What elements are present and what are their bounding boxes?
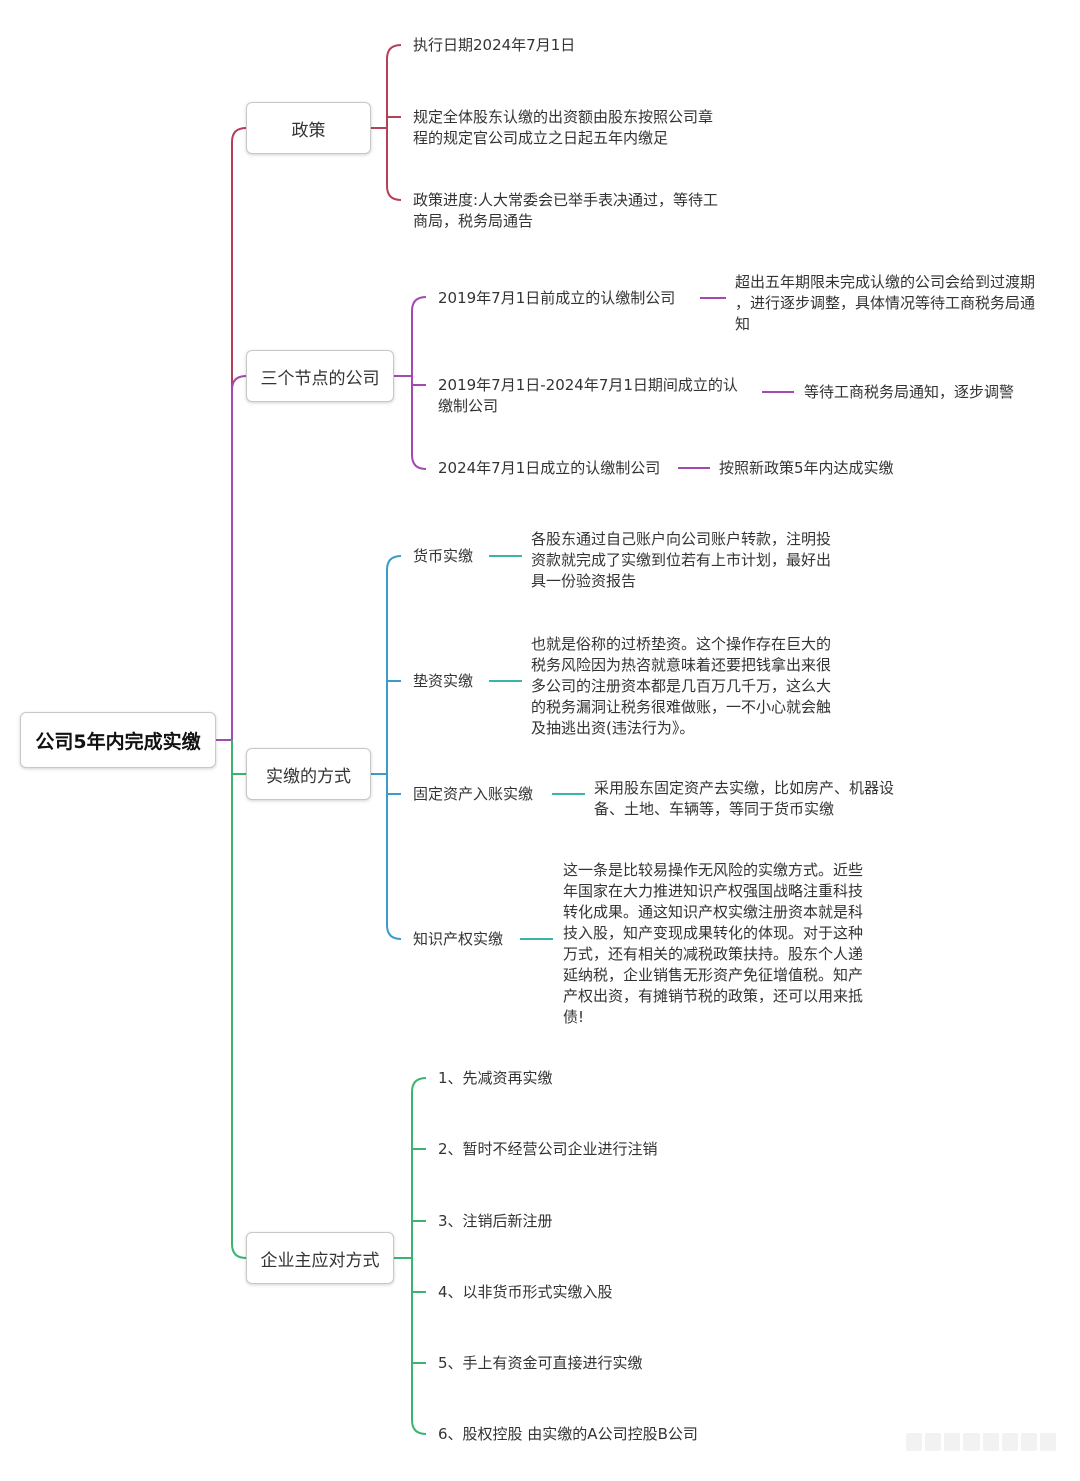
branch-policy[interactable]: 政策: [246, 102, 371, 154]
method-item-advance: 垫资实缴: [413, 672, 474, 690]
response-item-2: 2、暂时不经营公司企业进行注销: [438, 1140, 658, 1158]
response-item-1: 1、先减资再实缴: [438, 1069, 553, 1087]
branch-methods[interactable]: 实缴的方式: [246, 748, 371, 800]
response-item-5: 5、手上有资金可直接进行实缴: [438, 1354, 643, 1372]
method-item-fixed-assets: 固定资产入账实缴: [413, 785, 534, 803]
response-item-6: 6、股权控股 由实缴的A公司控股B公司: [438, 1425, 698, 1443]
response-item-3: 3、注销后新注册: [438, 1212, 553, 1230]
node-item-after-2024: 2024年7月1日成立的认缴制公司: [438, 459, 661, 477]
policy-item-progress: 政策进度:人大常委会已举手表决通过，等待工 商局，税务局通告: [413, 191, 719, 230]
root-node[interactable]: 公司5年内完成实缴: [20, 712, 216, 768]
node-item-before-2019: 2019年7月1日前成立的认缴制公司: [438, 289, 676, 307]
method-detail-cash: 各股东通过自己账户向公司账户转款，注明投 资款就完成了实缴到位若有上市计划，最好…: [531, 530, 832, 590]
trunk-nodes: [231, 375, 247, 740]
method-item-cash: 货币实缴: [413, 547, 474, 565]
branch-response[interactable]: 企业主应对方式: [246, 1232, 394, 1284]
trunk-methods: [231, 740, 246, 775]
branch-three-nodes[interactable]: 三个节点的公司: [246, 350, 394, 402]
node-detail-2019-2024: 等待工商税务局通知，逐步调警: [804, 383, 1015, 401]
node-item-2019-2024: 2019年7月1日-2024年7月1日期间成立的认 缴制公司: [438, 376, 738, 415]
trunk-lower: [231, 740, 247, 1259]
method-item-ip: 知识产权实缴: [413, 930, 504, 948]
policy-item-date: 执行日期2024年7月1日: [413, 36, 576, 54]
node-detail-after-2024: 按照新政策5年内达成实缴: [719, 459, 894, 477]
node-detail-before-2019: 超出五年期限未完成认缴的公司会给到过渡期 ，进行逐步调整，具体情况等待工商税务局…: [735, 273, 1036, 333]
method-detail-ip: 这一条是比较易操作无风险的实缴方式。近些 年国家在大力推进知识产权强国战略注重科…: [563, 861, 864, 1026]
method-detail-fixed-assets: 采用股东固定资产去实缴，比如房产、机器设 备、土地、车辆等，等同于货币实缴: [594, 779, 895, 818]
method-detail-advance: 也就是俗称的过桥垫资。这个操作存在巨大的 税务风险因为热咨就意味着还要把钱拿出来…: [531, 635, 832, 737]
watermark: [906, 1433, 1056, 1451]
response-item-4: 4、以非货币形式实缴入股: [438, 1283, 613, 1301]
policy-item-rule: 规定全体股东认缴的出资额由股东按照公司章 程的规定官公司成立之日起五年内缴足: [413, 108, 714, 147]
trunk-upper: [231, 127, 247, 740]
